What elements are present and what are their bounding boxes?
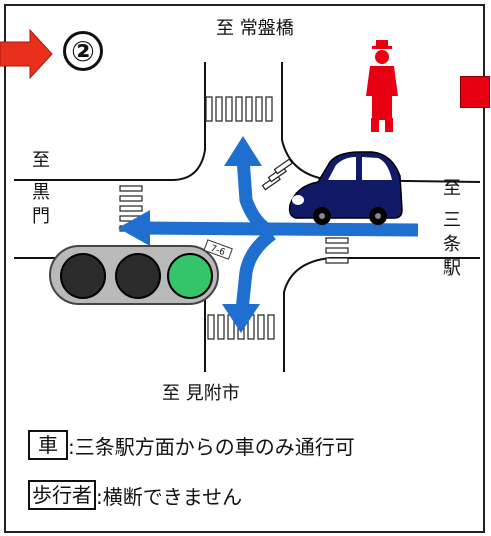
car-icon bbox=[288, 151, 403, 225]
direction-east-char: 条 bbox=[443, 234, 461, 255]
legend-vehicle-description: :三条駅方面からの車のみ通行可 bbox=[68, 434, 355, 459]
legend-vehicle: 車 :三条駅方面からの車のみ通行可 bbox=[28, 430, 355, 460]
arrow-north-head bbox=[224, 136, 262, 166]
direction-north-label: 至 常盤橋 bbox=[216, 18, 294, 39]
crosswalk-north bbox=[205, 96, 273, 122]
legend-red-marker bbox=[460, 76, 490, 108]
direction-west-label: 至 黒 門 bbox=[30, 150, 52, 230]
step-number-badge: ② bbox=[55, 28, 111, 74]
signal-light-green bbox=[167, 253, 213, 299]
direction-west-char: 至 bbox=[32, 150, 50, 171]
direction-west-char: 黒 bbox=[32, 182, 50, 203]
pointer-arrow-icon bbox=[0, 28, 53, 80]
legend-pedestrian-label: 歩行者 bbox=[28, 480, 96, 510]
crosswalk-northeast bbox=[261, 158, 293, 191]
step-number: ② bbox=[63, 31, 103, 71]
arrow-west-head bbox=[118, 210, 150, 246]
legend-pedestrian-description: :横断できません bbox=[96, 484, 243, 509]
signal-light-left bbox=[60, 253, 106, 299]
direction-east-char: 至 bbox=[443, 178, 461, 199]
legend-vehicle-label: 車 bbox=[28, 430, 68, 460]
pedestrian-stop-icon bbox=[366, 40, 398, 132]
permitted-movements bbox=[139, 157, 419, 311]
direction-east-char: 三 bbox=[443, 210, 461, 231]
traffic-signal: 7-6 bbox=[49, 239, 233, 305]
signal-plate-text: 7-6 bbox=[209, 244, 226, 259]
arrow-south-head bbox=[222, 304, 260, 333]
direction-south-label: 至 見附市 bbox=[162, 383, 240, 404]
direction-east-char: 駅 bbox=[443, 258, 461, 279]
direction-west-char: 門 bbox=[32, 206, 50, 227]
arrowheads bbox=[118, 136, 262, 333]
signal-light-middle bbox=[115, 253, 161, 299]
legend-pedestrian: 歩行者 :横断できません bbox=[28, 480, 242, 510]
direction-east-label: 至 三 条 駅 bbox=[441, 178, 463, 282]
crosswalk-east bbox=[325, 237, 349, 264]
